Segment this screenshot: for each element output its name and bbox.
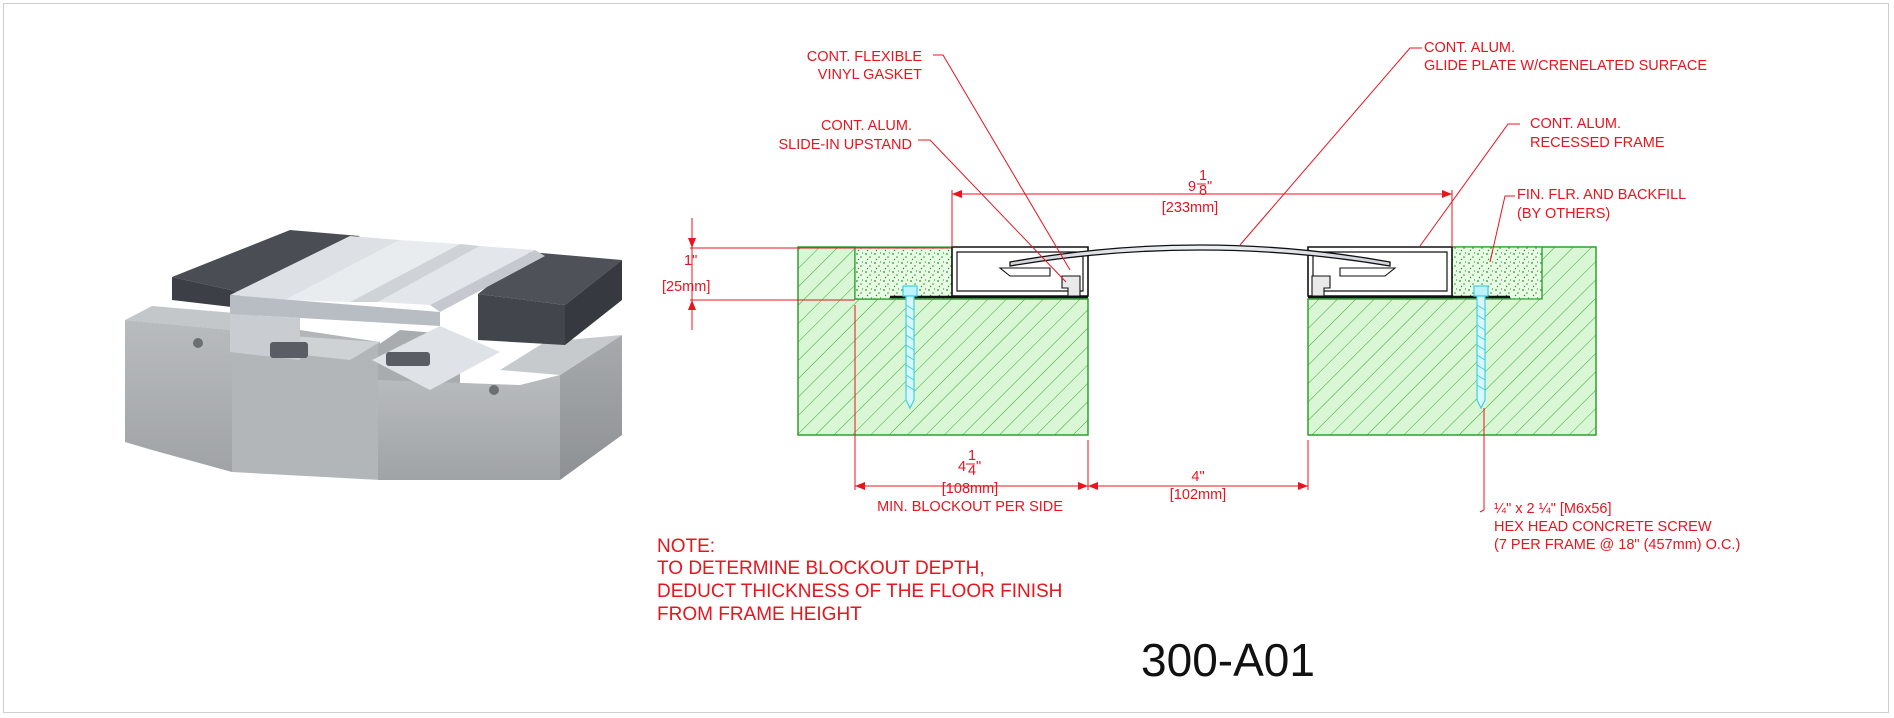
left-floor-front (172, 277, 240, 308)
gap-mm: [102mm] (1170, 487, 1226, 503)
right-aluminum-strip (430, 250, 545, 312)
left-screw-head (193, 338, 203, 348)
recessed-frame-line-2: RECESSED FRAME (1530, 135, 1665, 151)
gasket-line-2: VINYL GASKET (818, 67, 922, 83)
blockout-inch-mark: " (976, 459, 981, 475)
note-line-2: TO DETERMINE BLOCKOUT DEPTH, (657, 558, 985, 579)
note-line-3: DEDUCT THICKNESS OF THE FLOOR FINISH (657, 581, 1062, 602)
right-block-front (378, 375, 560, 480)
callout-upstand: CONT. ALUM. SLIDE-IN UPSTAND (779, 118, 912, 153)
blockout-numerator: 1 (968, 448, 976, 464)
overall-numerator: 1 (1199, 168, 1207, 184)
recessed-frame-line-1: CONT. ALUM. (1530, 116, 1621, 132)
overall-denominator: 8 (1199, 183, 1207, 199)
callout-recessed-frame: CONT. ALUM. RECESSED FRAME (1530, 116, 1665, 151)
callout-glide-plate: CONT. ALUM. GLIDE PLATE W/CRENELATED SUR… (1424, 40, 1707, 74)
note-line-4: FROM FRAME HEIGHT (657, 604, 862, 625)
right-floor-front (478, 294, 565, 345)
finish-floor-line-2: (BY OTHERS) (1517, 206, 1610, 222)
upstand-line-2: SLIDE-IN UPSTAND (779, 137, 912, 153)
left-block-top-lip (125, 306, 258, 330)
right-floor-side (565, 260, 622, 345)
sheet-border (3, 3, 1889, 713)
drawing-code: 300-A01 (1141, 634, 1315, 686)
overall-whole: 9 (1188, 179, 1196, 195)
overall-mm: [233mm] (1162, 200, 1218, 216)
callout-gasket: CONT. FLEXIBLE VINYL GASKET (807, 49, 923, 83)
left-concrete-screw (902, 285, 918, 410)
blockout-whole: 4 (958, 459, 966, 475)
blockout-note: NOTE: TO DETERMINE BLOCKOUT DEPTH, DEDUC… (657, 536, 1062, 625)
right-frame-channel (372, 326, 500, 390)
frame-height-dimension: 1" [25mm] (662, 253, 710, 295)
glide-plate-line-2: GLIDE PLATE W/CRENELATED SURFACE (1424, 58, 1707, 74)
height-mm: [25mm] (662, 279, 710, 295)
upstand-line-1: CONT. ALUM. (821, 118, 912, 134)
right-block-top (500, 335, 622, 375)
right-concrete-screw (1473, 285, 1489, 410)
dimension-arrows (688, 190, 1452, 490)
glide-plate-left (285, 240, 460, 302)
right-screw-head (489, 385, 499, 395)
isometric-render (125, 230, 622, 480)
note-line-1: NOTE: (657, 536, 715, 557)
right-backfill (1451, 246, 1543, 300)
gasket-line-1: CONT. FLEXIBLE (807, 49, 923, 65)
section-drawing (797, 244, 1597, 436)
screw-line-1: ¼" x 2 ¼" [M6x56] (1494, 501, 1612, 517)
screw-line-2: HEX HEAD CONCRETE SCREW (1494, 519, 1712, 535)
gap-in: 4" (1191, 469, 1204, 485)
screw-line-3: (7 PER FRAME @ 18" (457mm) O.C.) (1494, 537, 1740, 553)
glide-plate-line-1: CONT. ALUM. (1424, 40, 1515, 56)
height-in: 1" (684, 253, 697, 269)
blockout-denominator: 4 (968, 463, 976, 479)
glide-plate (1009, 244, 1391, 267)
gap-dimension: 4" [102mm] (1170, 469, 1226, 503)
glide-plate-front (230, 295, 440, 326)
overall-width-dimension: 9 1 8 " [233mm] (1162, 168, 1218, 216)
left-gasket (270, 342, 308, 358)
callout-finish-floor: FIN. FLR. AND BACKFILL (BY OTHERS) (1517, 187, 1686, 222)
finish-floor-line-1: FIN. FLR. AND BACKFILL (1517, 187, 1686, 203)
blockout-label: MIN. BLOCKOUT PER SIDE (877, 499, 1063, 515)
right-block-side (560, 335, 622, 480)
left-floor-top (172, 230, 360, 292)
left-block-front (125, 320, 232, 472)
right-gasket (386, 352, 430, 366)
left-aluminum-strip (230, 236, 400, 300)
callout-screw: ¼" x 2 ¼" [M6x56] HEX HEAD CONCRETE SCRE… (1494, 501, 1740, 553)
overall-inch-mark: " (1207, 179, 1212, 195)
leader-lines (690, 47, 1520, 513)
glide-plate-seam (350, 244, 480, 302)
blockout-dimension: 4 1 4 " [108mm] MIN. BLOCKOUT PER SIDE (877, 448, 1063, 515)
glide-plate-right (378, 246, 535, 305)
blockout-mm: [108mm] (942, 481, 998, 497)
